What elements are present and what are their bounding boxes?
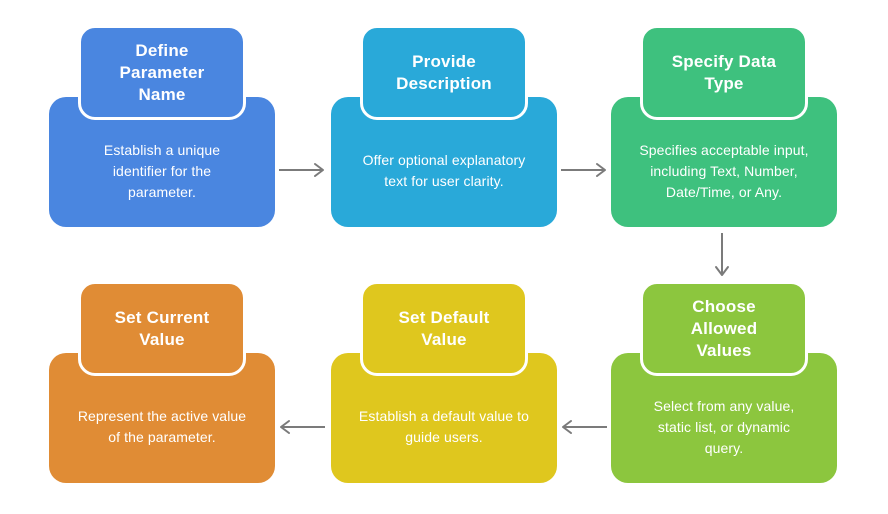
left-arrow-icon	[278, 419, 326, 435]
down-arrow-icon	[714, 232, 730, 278]
left-arrow-icon	[560, 419, 608, 435]
step-specify-data-type: Specifies acceptable input,including Tex…	[611, 25, 837, 228]
step-description: Select from any value,static list, or dy…	[653, 397, 795, 456]
right-arrow-icon	[278, 162, 326, 178]
step-description: Specifies acceptable input,including Tex…	[639, 141, 809, 200]
right-arrow-icon	[560, 162, 608, 178]
step-choose-allowed-values: Select from any value,static list, or dy…	[611, 281, 837, 484]
